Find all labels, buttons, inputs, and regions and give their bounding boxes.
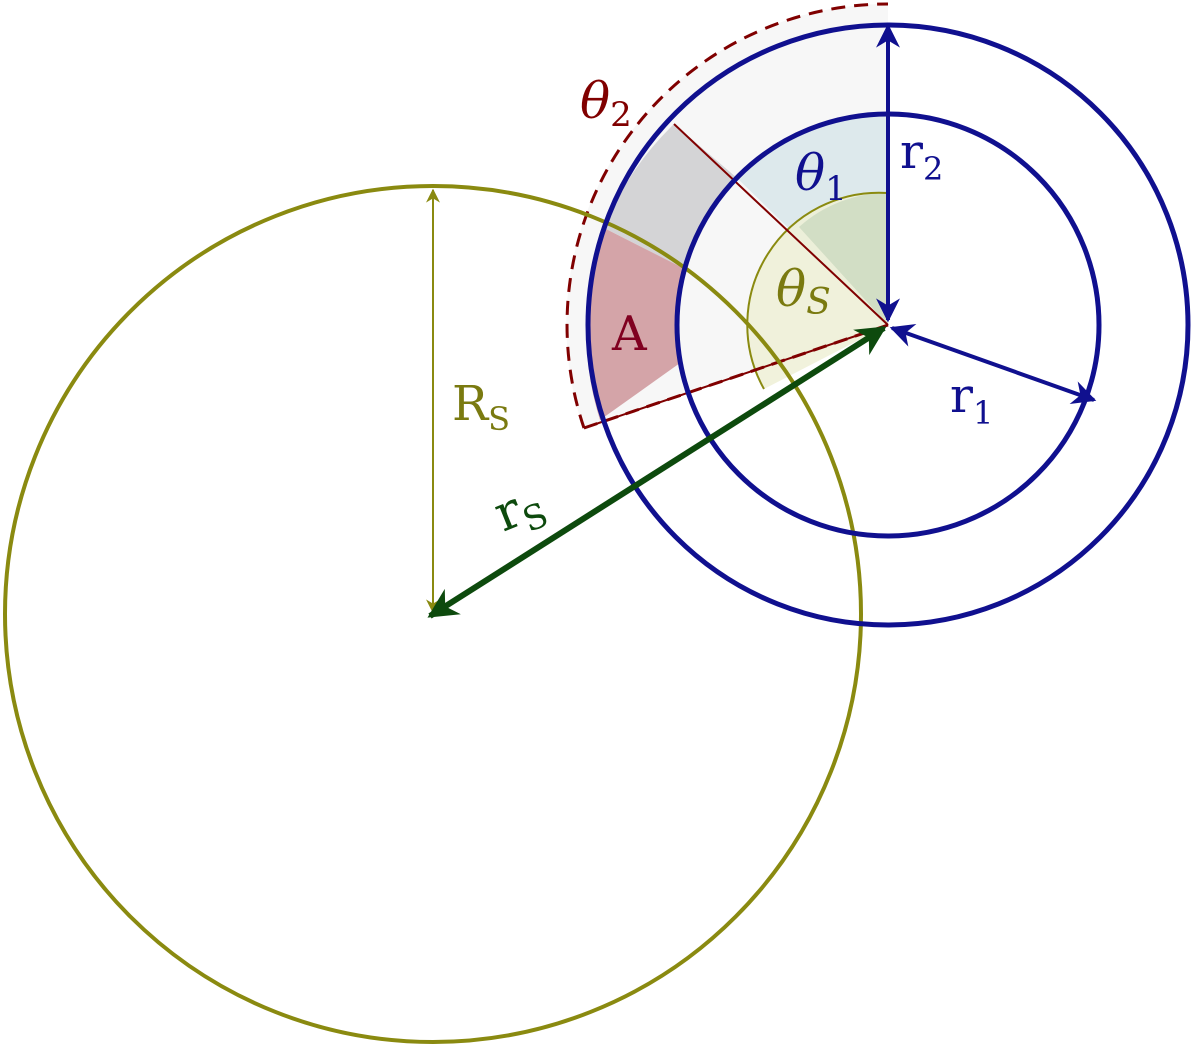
label-r2: r2 [900, 124, 943, 188]
rS-arrow [427, 325, 887, 619]
label-theta2: θ2 [580, 72, 632, 135]
label-rS: rS [486, 472, 554, 550]
thetaS-overlap-green [799, 192, 888, 325]
label-theta1: θ1 [795, 144, 847, 209]
r1-arrow [889, 323, 1097, 405]
label-RS: RS [452, 376, 510, 438]
label-thetaS: θS [776, 260, 831, 323]
theta2-upper-boundary [673, 123, 889, 326]
theta2-dashed-arc [565, 2, 889, 429]
label-r1: r1 [950, 368, 993, 432]
gray-band-region [604, 124, 737, 268]
label-region-a: A [611, 306, 648, 362]
